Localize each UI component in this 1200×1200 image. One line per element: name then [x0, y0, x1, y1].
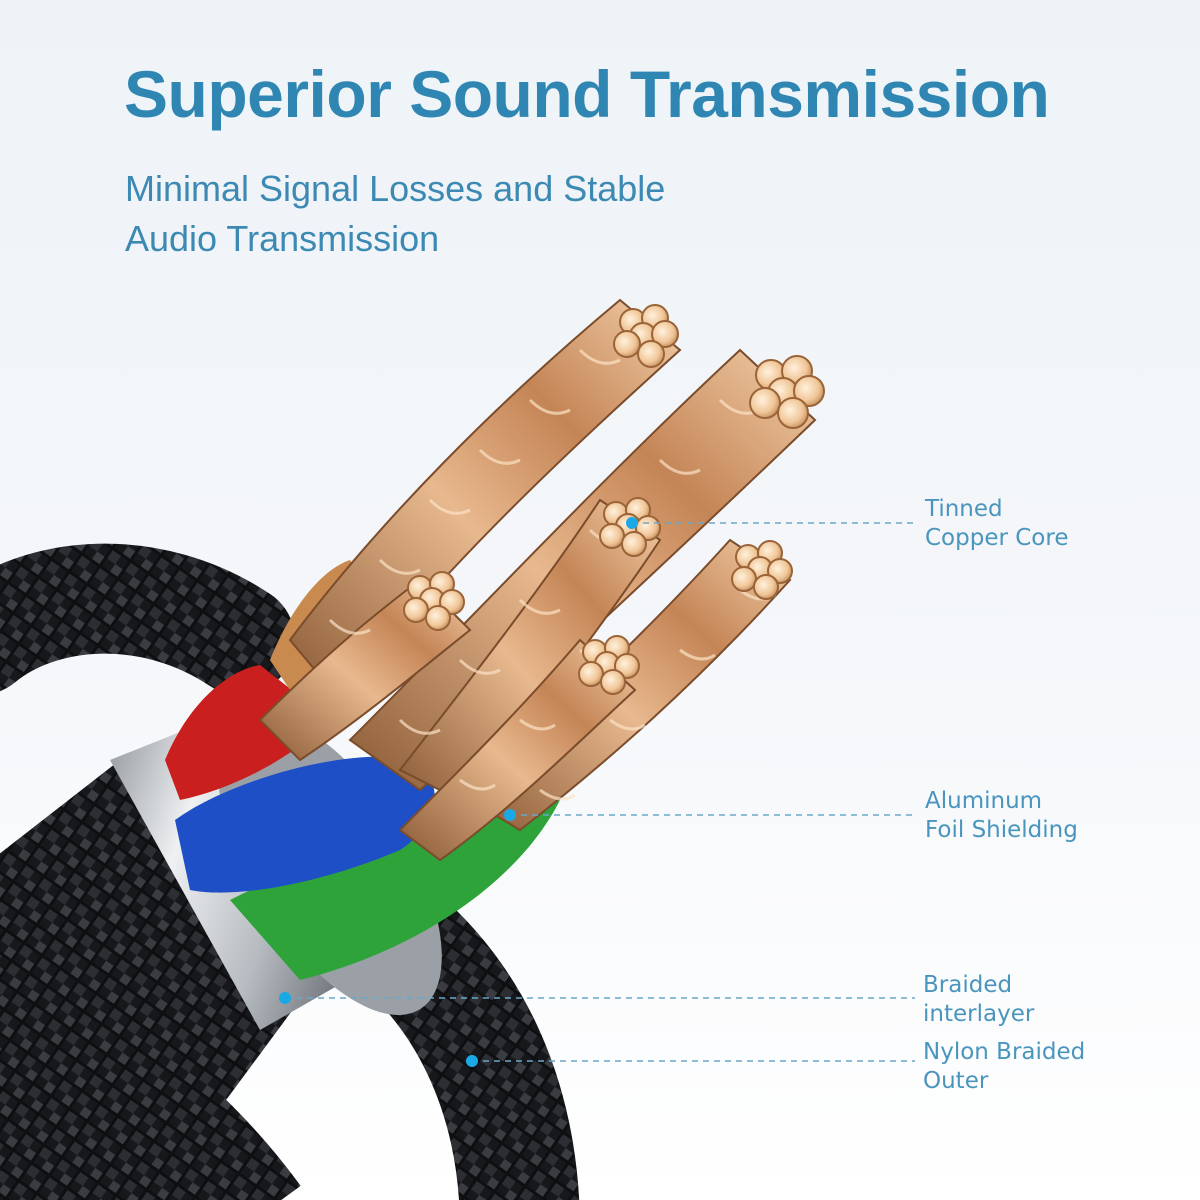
callout-leaders	[285, 522, 915, 1062]
callout-braided-interlayer-line-1: Braided	[923, 972, 1013, 998]
callout-copper-core-line-1: Tinned	[925, 496, 1003, 522]
callout-copper-core: Tinned Copper Core	[925, 495, 1068, 553]
subheadline: Minimal Signal Losses and Stable Audio T…	[125, 164, 765, 264]
callout-dot-braided-interlayer	[279, 992, 291, 1004]
callout-braided-interlayer: Braided interlayer	[923, 971, 1034, 1029]
subheadline-line-1: Minimal Signal Losses and Stable	[125, 168, 666, 209]
callout-dot-foil-shielding	[504, 809, 516, 821]
callout-copper-core-line-2: Copper Core	[925, 525, 1069, 551]
copper-strand-bundles	[258, 298, 825, 862]
callout-dot-nylon-outer	[466, 1055, 478, 1067]
callout-nylon-outer: Nylon Braided Outer	[923, 1038, 1085, 1096]
callout-dot-copper-core	[626, 517, 638, 529]
callout-braided-interlayer-line-2: interlayer	[923, 1001, 1035, 1027]
callout-nylon-outer-line-2: Outer	[923, 1068, 989, 1094]
callout-foil-shielding-line-2: Foil Shielding	[925, 817, 1078, 843]
callout-foil-shielding: Aluminum Foil Shielding	[925, 787, 1078, 845]
callout-foil-shielding-line-1: Aluminum	[925, 788, 1043, 814]
headline: Superior Sound Transmission	[124, 57, 1050, 131]
subheadline-line-2: Audio Transmission	[125, 218, 440, 259]
callout-nylon-outer-line-1: Nylon Braided	[923, 1039, 1086, 1065]
